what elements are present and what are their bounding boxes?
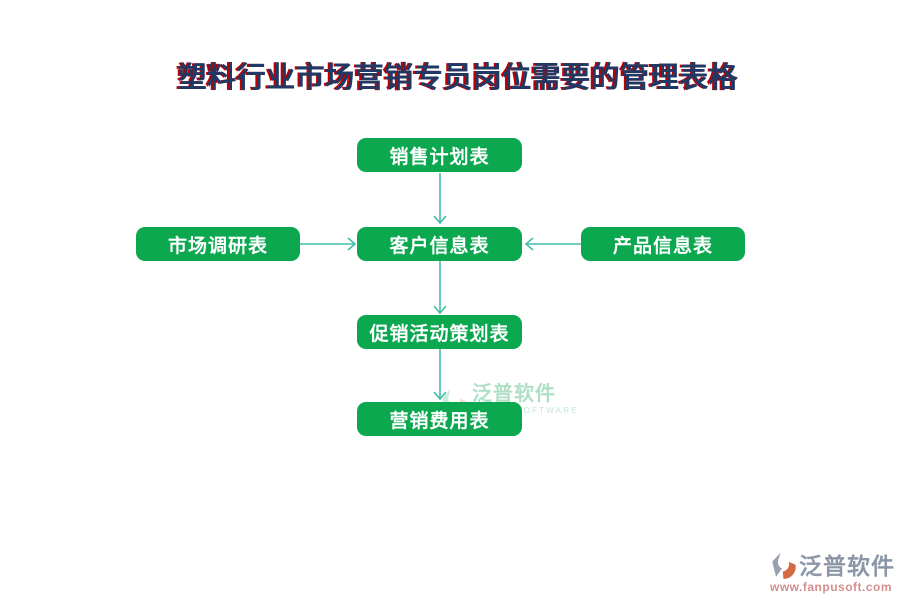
footer-logo: 泛普软件 www.fanpusoft.com [770,551,895,595]
node-market-research: 市场调研表 [136,227,300,261]
node-customer-info: 客户信息表 [357,227,522,261]
node-sales-plan: 销售计划表 [357,138,522,172]
arrowhead-down-3 [433,391,447,401]
watermark-caption: FANPU SOFTWARE [474,406,579,415]
watermark-brand: 泛普软件 [472,383,556,405]
arrowhead-down-2 [433,305,447,315]
fanpu-logo-icon [772,552,796,580]
footer-brand-text: 泛普软件 [799,552,895,579]
footer-website-text: www.fanpusoft.com [770,580,893,594]
node-promotion-plan: 促销活动策划表 [357,315,522,349]
arrowhead-left [524,237,534,251]
node-marketing-expense: 营销费用表 [357,402,522,436]
page-title: 塑料行业市场营销专员岗位需要的管理表格 [177,62,739,94]
node-product-info: 产品信息表 [581,227,745,261]
arrowhead-right [347,237,357,251]
arrowhead-down-1 [433,215,447,225]
